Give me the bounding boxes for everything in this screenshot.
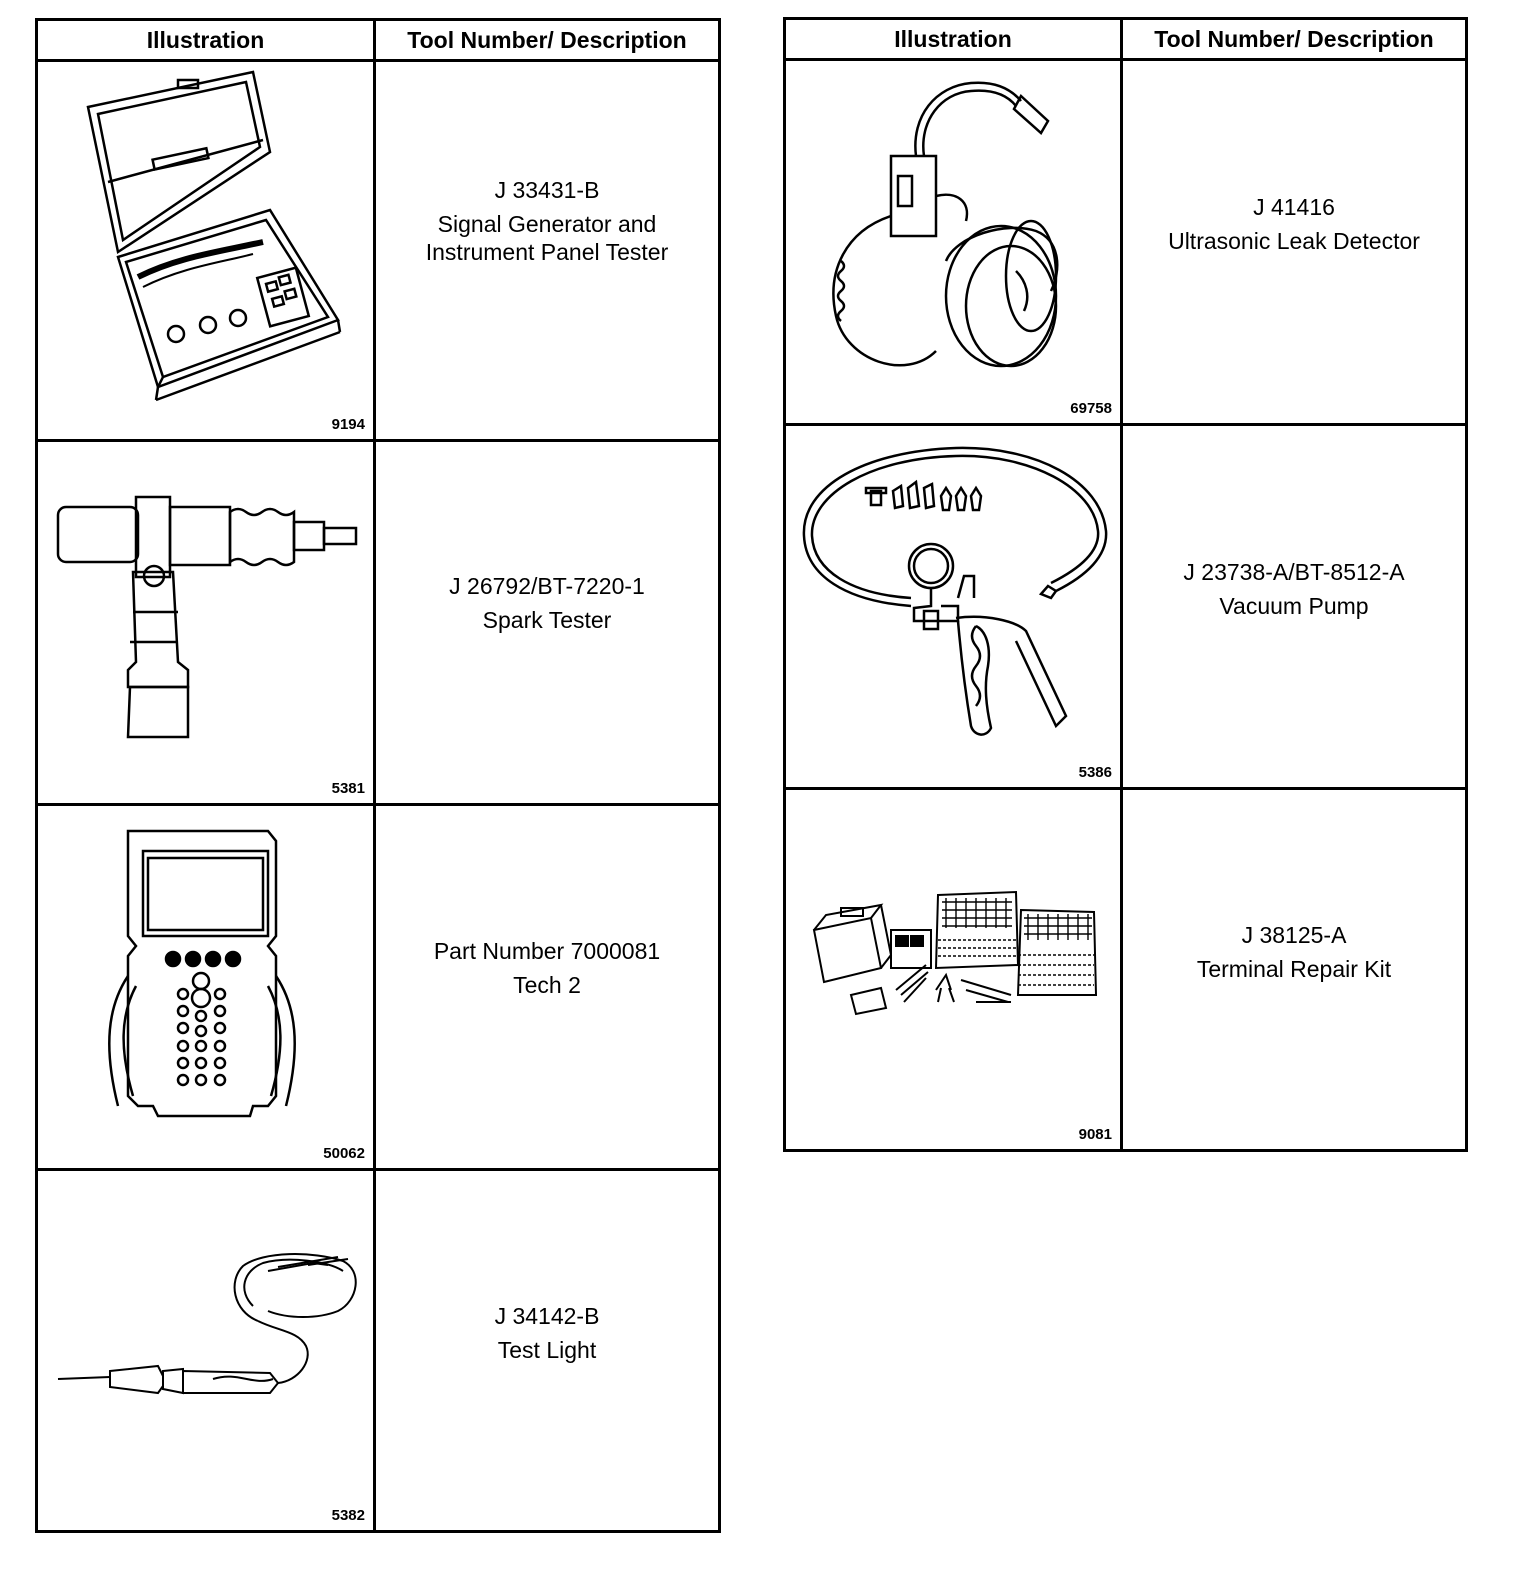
tool-description: Ultrasonic Leak Detector	[1168, 228, 1420, 254]
tool-number: J 26792/BT-7220-1	[449, 572, 645, 599]
tool-description-line2: Instrument Panel Tester	[425, 238, 669, 265]
right-tools-table: Illustration Tool Number/ Description	[783, 17, 1468, 1152]
description-header: Tool Number/ Description	[1120, 17, 1468, 61]
table-row: 5381 J 26792/BT-7220-1 Spark Tester	[35, 439, 721, 806]
table-row: 69758 J 41416 Ultrasonic Leak Detector	[783, 58, 1468, 426]
figure-number: 9194	[331, 416, 365, 433]
tool-number: J 38125-A	[1241, 921, 1347, 948]
table-row: 5386 J 23738-A/BT-8512-A Vacuum Pump	[783, 423, 1468, 790]
tool-number: J 34142-B	[494, 1302, 600, 1329]
description-cell: J 33431-B Signal Generator and Instrumen…	[373, 59, 721, 442]
illustration-cell: 9081	[783, 787, 1123, 1152]
illustration-header: Illustration	[35, 18, 376, 62]
figure-number: 50062	[323, 1145, 365, 1162]
figure-number: 5382	[331, 1507, 365, 1524]
description-cell: J 23738-A/BT-8512-A Vacuum Pump	[1120, 423, 1468, 790]
tool-number: Part Number 7000081	[433, 938, 661, 964]
table-row: 9081 J 38125-A Terminal Repair Kit	[783, 787, 1468, 1152]
figure-number: 5386	[1078, 764, 1112, 781]
figure-number: 69758	[1070, 400, 1112, 417]
test-light-icon	[57, 1253, 357, 1395]
table-row: 50062 Part Number 7000081 Tech 2	[35, 803, 721, 1171]
description-cell: J 26792/BT-7220-1 Spark Tester	[373, 439, 721, 806]
description-cell: J 34142-B Test Light	[373, 1168, 721, 1533]
tool-number: J 33431-B	[494, 176, 600, 203]
illustration-cell: 5382	[35, 1168, 376, 1533]
tool-description: Tech 2	[513, 972, 581, 998]
tool-number: J 41416	[1253, 194, 1335, 220]
illustration-cell: 50062	[35, 803, 376, 1171]
table-header-row: Illustration Tool Number/ Description	[783, 17, 1468, 61]
left-tools-table: Illustration Tool Number/ Description	[35, 18, 721, 1533]
ultrasonic-leak-detector-icon	[832, 81, 1059, 368]
illustration-header: Illustration	[783, 17, 1123, 61]
description-cell: Part Number 7000081 Tech 2	[373, 803, 721, 1171]
tool-description: Signal Generator and	[437, 210, 657, 237]
tool-description: Test Light	[497, 1336, 597, 1363]
tool-description: Spark Tester	[482, 606, 612, 633]
tool-description: Terminal Repair Kit	[1196, 955, 1392, 982]
illustration-cell: 9194	[35, 59, 376, 442]
table-row: 5382 J 34142-B Test Light	[35, 1168, 721, 1533]
illustration-cell: 69758	[783, 58, 1123, 426]
signal-generator-case-icon	[86, 70, 342, 402]
figure-number: 5381	[331, 780, 365, 797]
illustration-cell: 5386	[783, 423, 1123, 790]
illustration-cell: 5381	[35, 439, 376, 806]
tool-number: J 23738-A/BT-8512-A	[1183, 558, 1405, 585]
table-header-row: Illustration Tool Number/ Description	[35, 18, 721, 62]
spark-tester-icon	[56, 495, 358, 739]
tool-description: Vacuum Pump	[1219, 592, 1369, 619]
description-header: Tool Number/ Description	[373, 18, 721, 62]
terminal-repair-kit-icon	[812, 890, 1098, 1016]
tech2-scanner-icon	[108, 829, 296, 1118]
description-cell: J 41416 Ultrasonic Leak Detector	[1120, 58, 1468, 426]
vacuum-pump-icon	[802, 446, 1108, 736]
figure-number: 9081	[1078, 1126, 1112, 1143]
table-row: 9194 J 33431-B Signal Generator and Inst…	[35, 59, 721, 442]
description-cell: J 38125-A Terminal Repair Kit	[1120, 787, 1468, 1152]
